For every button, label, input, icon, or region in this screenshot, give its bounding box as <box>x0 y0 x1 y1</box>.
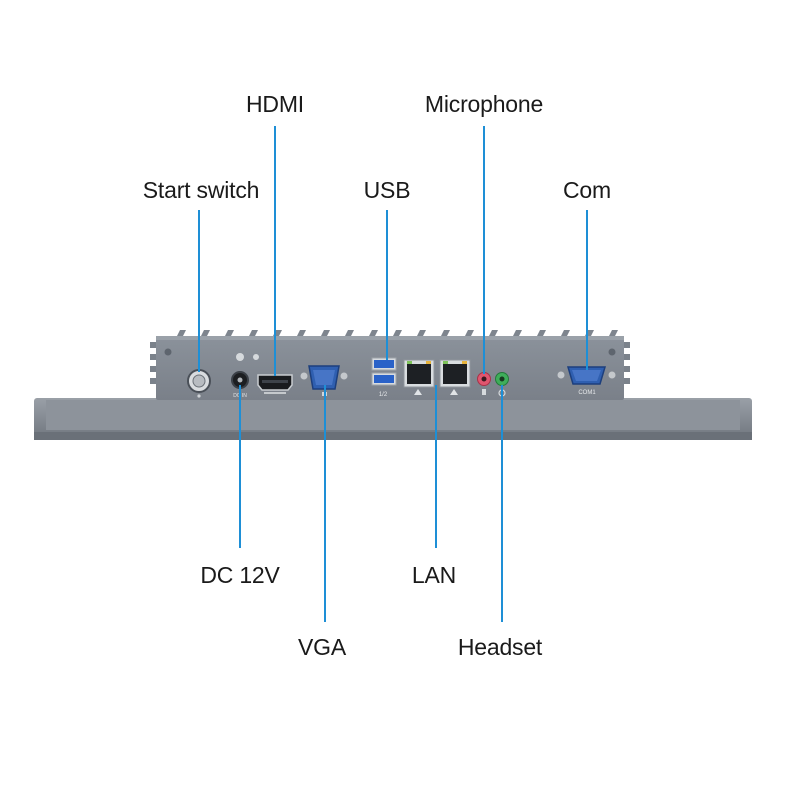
hdmi-port[interactable] <box>257 374 293 394</box>
lan-label: LAN <box>411 562 457 588</box>
lan-port-1[interactable] <box>403 359 435 395</box>
dc-label: DC 12V <box>200 562 280 588</box>
front-panel <box>34 398 752 440</box>
com-port[interactable]: COM1 <box>557 366 616 396</box>
com-port-text: COM1 <box>578 390 596 396</box>
usb-ports[interactable]: 1/2 <box>371 357 397 398</box>
leader-lines <box>198 126 588 622</box>
com-label: Com <box>563 177 611 203</box>
microphone-jack[interactable] <box>477 372 491 396</box>
microphone-label: Microphone <box>424 91 544 117</box>
vga-label: VGA <box>298 634 346 660</box>
start-switch-label: Start switch <box>142 177 260 203</box>
vga-port[interactable] <box>300 365 348 396</box>
hdmi-label: HDMI <box>246 91 304 117</box>
lan-port-2[interactable] <box>439 359 471 395</box>
usb-port-text: 1/2 <box>379 392 388 398</box>
side-fins <box>150 342 630 384</box>
headset-label: Headset <box>457 634 543 660</box>
usb-label: USB <box>363 177 411 203</box>
